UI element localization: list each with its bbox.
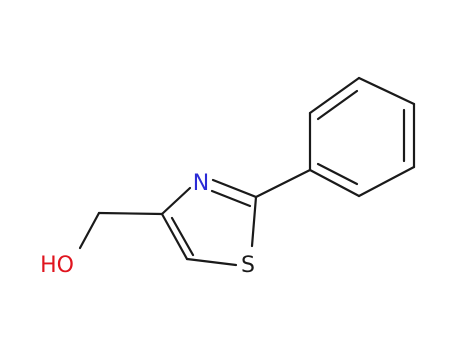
bond-c4-c5 [160,212,189,261]
bond-c2-n-double [210,189,252,208]
atom-labels: N S HO [40,171,255,278]
bond-c5-s [185,257,238,267]
bond-ph-thiazole [254,168,312,199]
bond-ph-5 [308,168,361,198]
bond-ph-inner-1 [316,89,359,121]
atom-s-label: S [241,253,255,278]
bond-ch2-o [78,211,101,250]
bond-c4-ch2 [97,211,164,216]
bond-c2-s [250,195,258,248]
bond-ph-1 [308,76,361,115]
atom-n-label: N [193,171,209,196]
atom-ho-label: HO [40,253,74,278]
bond-ph-2 [357,76,416,106]
bond-c4-c5-double [170,216,195,257]
bond-n-c4 [160,186,192,216]
bonds [78,76,416,267]
bond-c2-n [211,178,258,199]
bond-ph-inner-3 [316,162,359,186]
bond-ph-4 [357,165,416,198]
